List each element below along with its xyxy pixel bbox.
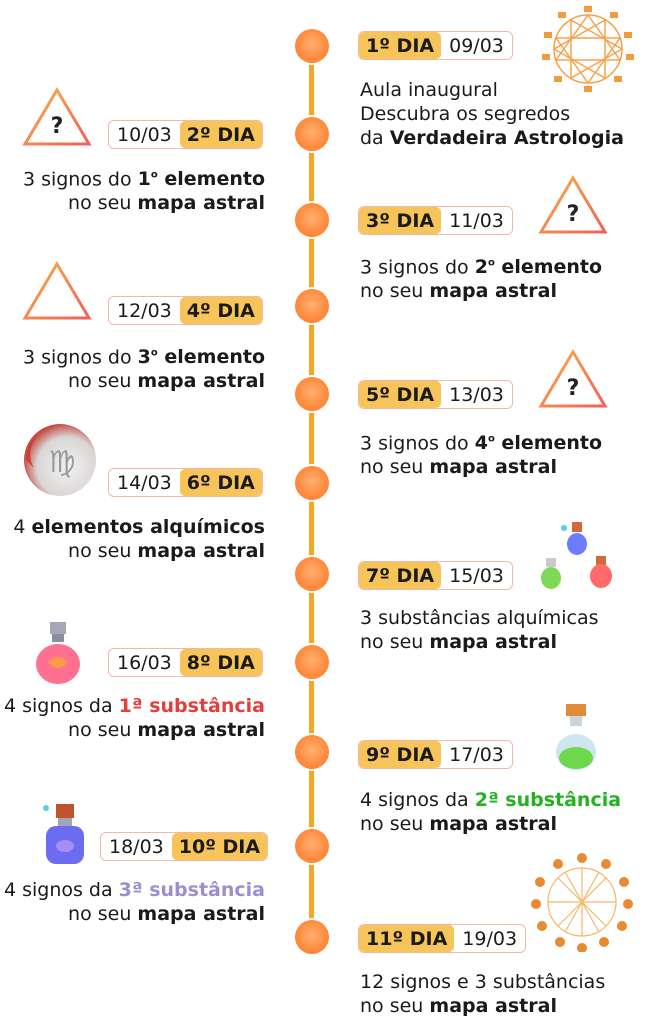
day-date: 17/03 bbox=[449, 743, 504, 766]
day-label: 4º DIA bbox=[179, 297, 262, 324]
day10-description: 4 signos da 3ª substância no seu mapa as… bbox=[3, 879, 265, 925]
day2-description: 3 signos do 1o elemento no seu mapa astr… bbox=[22, 168, 265, 215]
day-date: 09/03 bbox=[449, 34, 504, 57]
day10-pill: 18/03 10º DIA bbox=[100, 832, 269, 861]
day2-pill: 10/03 2º DIA bbox=[108, 120, 263, 149]
day-label: 9º DIA bbox=[359, 741, 442, 768]
day-date: 15/03 bbox=[449, 564, 504, 587]
day6-pill: 14/03 6º DIA bbox=[108, 468, 263, 497]
svg-text:?: ? bbox=[567, 202, 580, 227]
triangle-icon bbox=[22, 261, 92, 320]
timeline-dot-11 bbox=[295, 920, 329, 954]
day-label: 10º DIA bbox=[171, 833, 268, 860]
day3-pill: 3º DIA 11/03 bbox=[358, 206, 513, 235]
timeline-dot-1 bbox=[295, 29, 329, 63]
day-label: 5º DIA bbox=[359, 381, 442, 408]
day5-description: 3 signos do 4o elemento no seu mapa astr… bbox=[360, 432, 603, 479]
day-date: 13/03 bbox=[449, 383, 504, 406]
day-label: 3º DIA bbox=[359, 207, 442, 234]
day4-pill: 12/03 4º DIA bbox=[108, 296, 263, 325]
question-triangle-icon: ? bbox=[538, 175, 608, 234]
day7-pill: 7º DIA 15/03 bbox=[358, 561, 513, 590]
svg-text:?: ? bbox=[51, 114, 64, 139]
day-label: 1º DIA bbox=[359, 32, 442, 59]
day8-description: 4 signos da 1ª substância no seu mapa as… bbox=[3, 695, 265, 741]
svg-text:?: ? bbox=[567, 376, 580, 401]
timeline-dot-4 bbox=[295, 289, 329, 323]
day6-description: 4 elementos alquímicos no seu mapa astra… bbox=[13, 516, 265, 562]
timeline-dot-9 bbox=[295, 735, 329, 769]
day-date: 16/03 bbox=[117, 651, 172, 674]
timeline-dot-6 bbox=[295, 466, 329, 500]
day-date: 11/03 bbox=[449, 209, 504, 232]
day-label: 7º DIA bbox=[359, 562, 442, 589]
day-date: 19/03 bbox=[462, 927, 518, 950]
day-label: 2º DIA bbox=[179, 121, 262, 148]
day-date: 12/03 bbox=[117, 299, 172, 322]
red-potion-icon bbox=[36, 622, 80, 684]
day3-description: 3 signos do 2o elemento no seu mapa astr… bbox=[360, 256, 603, 303]
potions-group-icon bbox=[541, 522, 612, 589]
zodiac-signs-wheel-icon bbox=[531, 853, 633, 952]
day-date: 14/03 bbox=[117, 471, 172, 494]
day9-pill: 9º DIA 17/03 bbox=[358, 740, 513, 769]
day-label: 8º DIA bbox=[179, 649, 262, 676]
day-label: 6º DIA bbox=[179, 469, 262, 496]
timeline-dot-8 bbox=[295, 645, 329, 679]
question-triangle-icon: ? bbox=[22, 87, 92, 146]
purple-potion-icon bbox=[43, 804, 84, 864]
day5-pill: 5º DIA 13/03 bbox=[358, 380, 513, 409]
day7-description: 3 substâncias alquímicas no seu mapa ast… bbox=[360, 607, 599, 653]
day8-pill: 16/03 8º DIA bbox=[108, 648, 263, 677]
virgo-moon-icon: ♍ bbox=[24, 424, 96, 496]
day9-description: 4 signos da 2ª substância no seu mapa as… bbox=[360, 789, 622, 835]
timeline-dot-5 bbox=[295, 377, 329, 411]
timeline-dot-3 bbox=[295, 203, 329, 237]
timeline-dot-2 bbox=[295, 117, 329, 151]
zodiac-wheel-icon bbox=[542, 6, 634, 92]
day-label: 11º DIA bbox=[359, 925, 455, 952]
svg-text:♍: ♍ bbox=[49, 445, 76, 480]
day4-description: 3 signos do 3o elemento no seu mapa astr… bbox=[22, 346, 265, 393]
timeline-dot-10 bbox=[295, 829, 329, 863]
day1-pill: 1º DIA 09/03 bbox=[358, 31, 513, 60]
day-date: 10/03 bbox=[117, 123, 172, 146]
day11-pill: 11º DIA 19/03 bbox=[358, 924, 527, 953]
day11-description: 12 signos e 3 substâncias no seu mapa as… bbox=[360, 971, 606, 1017]
timeline-dot-7 bbox=[295, 557, 329, 591]
green-potion-icon bbox=[556, 704, 596, 770]
question-triangle-icon: ? bbox=[538, 349, 608, 408]
day-date: 18/03 bbox=[109, 835, 164, 858]
day1-description: Aula inaugural Descubra os segredos da V… bbox=[360, 79, 624, 149]
